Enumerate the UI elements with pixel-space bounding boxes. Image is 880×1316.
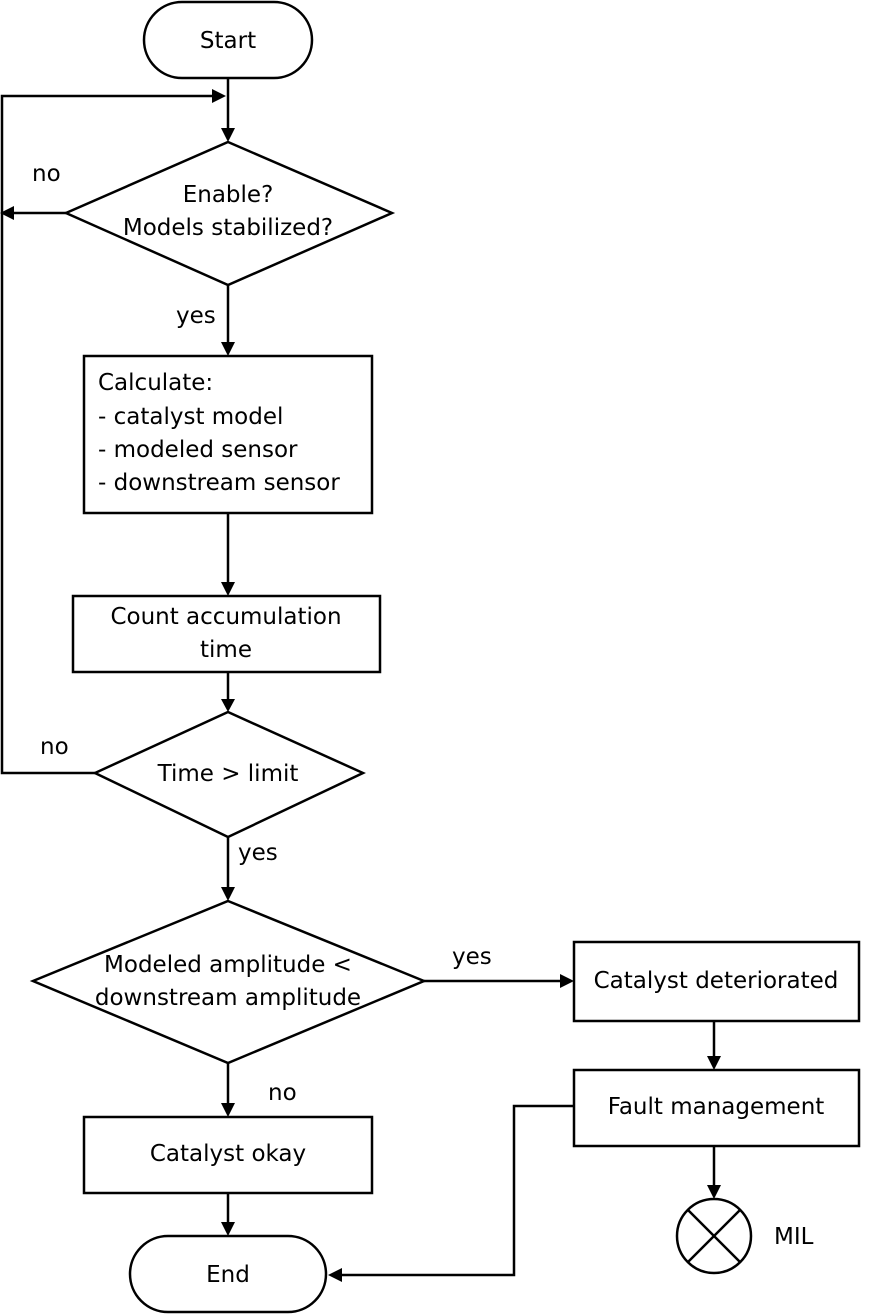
- enable-decision: Enable? Models stabilized?: [62, 140, 396, 287]
- catalyst-okay-label: Catalyst okay: [150, 1141, 306, 1167]
- start-terminator: Start: [142, 0, 314, 80]
- time-decision: Time > limit: [92, 710, 366, 839]
- count-line-1: Count accumulation: [110, 604, 341, 630]
- start-label: Start: [200, 28, 256, 54]
- calculate-line-2: - catalyst model: [98, 404, 283, 430]
- fault-management-box: [572, 1068, 861, 1148]
- enable-no-label: no: [32, 161, 61, 187]
- arrow-left-end: [328, 1268, 342, 1282]
- amplitude-decision: Modeled amplitude < downstream amplitude: [29, 899, 428, 1065]
- arrow-right-loop: [212, 89, 226, 103]
- amplitude-decision-shape: [29, 899, 428, 1065]
- calculate-line-1: Calculate:: [98, 370, 213, 396]
- arrow-down-time: [221, 699, 235, 712]
- amplitude-no-label: no: [268, 1080, 297, 1106]
- catalyst-deteriorated-box: [572, 940, 861, 1023]
- end-label: End: [206, 1262, 250, 1288]
- catalyst-deteriorated-label: Catalyst deteriorated: [594, 968, 839, 994]
- time-decision-label: Time > limit: [157, 761, 299, 787]
- calculate-box: [82, 354, 374, 515]
- catalyst-okay-process: Catalyst okay: [82, 1115, 374, 1195]
- start-shape: [142, 0, 314, 80]
- amplitude-decision-line-2: downstream amplitude: [95, 985, 361, 1011]
- edge-fault-to-end: [342, 1104, 573, 1277]
- catalyst-deteriorated-process: Catalyst deteriorated: [572, 940, 861, 1023]
- enable-yes-label: yes: [176, 303, 216, 329]
- edge-time-no-loop: [0, 94, 212, 775]
- time-decision-shape: [92, 710, 366, 839]
- arrow-down-end: [221, 1222, 235, 1236]
- calculate-line-4: - downstream sensor: [98, 470, 340, 496]
- arrow-down-count: [221, 582, 235, 596]
- count-line-2: time: [200, 637, 252, 663]
- arrow-down-enable: [221, 128, 235, 142]
- arrow-down-calc: [221, 342, 235, 356]
- end-shape: [128, 1234, 328, 1314]
- amplitude-decision-line-1: Modeled amplitude <: [104, 952, 352, 978]
- mil-label: MIL: [774, 1224, 814, 1250]
- arrow-down-okay: [221, 1103, 235, 1117]
- fault-management-label: Fault management: [608, 1094, 825, 1120]
- calculate-process: Calculate: - catalyst model - modeled se…: [82, 354, 374, 515]
- enable-decision-line-1: Enable?: [183, 182, 274, 208]
- end-terminator: End: [128, 1234, 328, 1314]
- time-yes-label: yes: [238, 840, 278, 866]
- calculate-line-3: - modeled sensor: [98, 437, 298, 463]
- enable-decision-shape: [62, 140, 396, 287]
- arrow-down-fault: [707, 1056, 721, 1070]
- catalyst-okay-box: [82, 1115, 374, 1195]
- time-no-label: no: [40, 734, 69, 760]
- count-box: [71, 594, 382, 674]
- amplitude-yes-label: yes: [452, 944, 492, 970]
- mil-cross-b: [687, 1209, 741, 1263]
- lamp-cross-icon: [675, 1197, 753, 1275]
- arrow-down-amplitude: [221, 887, 235, 901]
- count-process: Count accumulation time: [71, 594, 382, 674]
- arrowheads: [0, 89, 721, 1282]
- fault-management-process: Fault management: [572, 1068, 861, 1148]
- arrow-left-enable-no: [0, 206, 14, 220]
- enable-decision-line-2: Models stabilized?: [123, 215, 333, 241]
- arrow-down-mil: [707, 1185, 721, 1199]
- arrow-right-deteriorated: [560, 974, 574, 988]
- connectors: [0, 78, 716, 1277]
